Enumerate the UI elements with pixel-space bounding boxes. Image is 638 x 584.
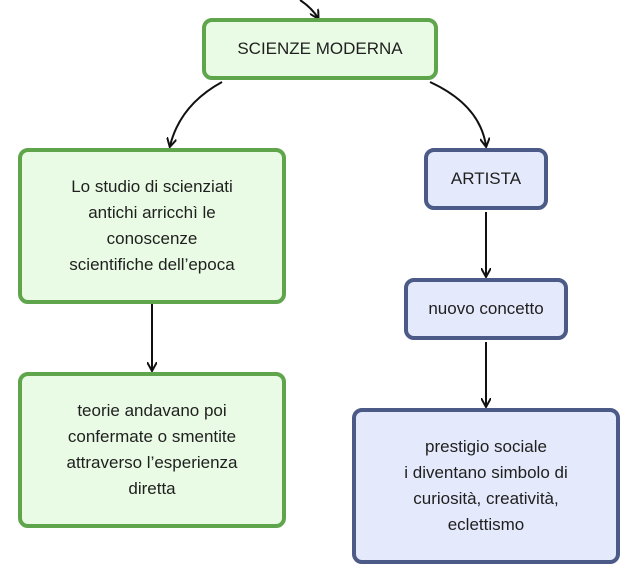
node-scienze-moderna: SCIENZE MODERNA (202, 18, 438, 80)
node-studio-scienziati-label: Lo studio di scienziati antichi arricchì… (69, 177, 235, 274)
node-nuovo-concetto: nuovo concetto (404, 278, 568, 340)
node-artista: ARTISTA (424, 148, 548, 210)
node-scienze-moderna-label: SCIENZE MODERNA (237, 39, 403, 58)
node-nuovo-concetto-label: nuovo concetto (428, 299, 544, 318)
arrow-scienze-to-artista (429, 81, 486, 146)
node-prestigio-sociale: prestigio sociale i diventano simbolo di… (352, 408, 620, 564)
node-studio-scienziati: Lo studio di scienziati antichi arricchì… (18, 148, 286, 304)
node-teorie-label: teorie andavano poi confermate o smentit… (66, 401, 238, 498)
arrow-scienze-to-studio (170, 81, 223, 146)
node-artista-label: ARTISTA (450, 169, 522, 188)
node-teorie: teorie andavano poi confermate o smentit… (18, 372, 286, 528)
arrow-into-scienze-moderna (299, 0, 318, 18)
node-prestigio-sociale-label: prestigio sociale i diventano simbolo di… (404, 437, 568, 534)
